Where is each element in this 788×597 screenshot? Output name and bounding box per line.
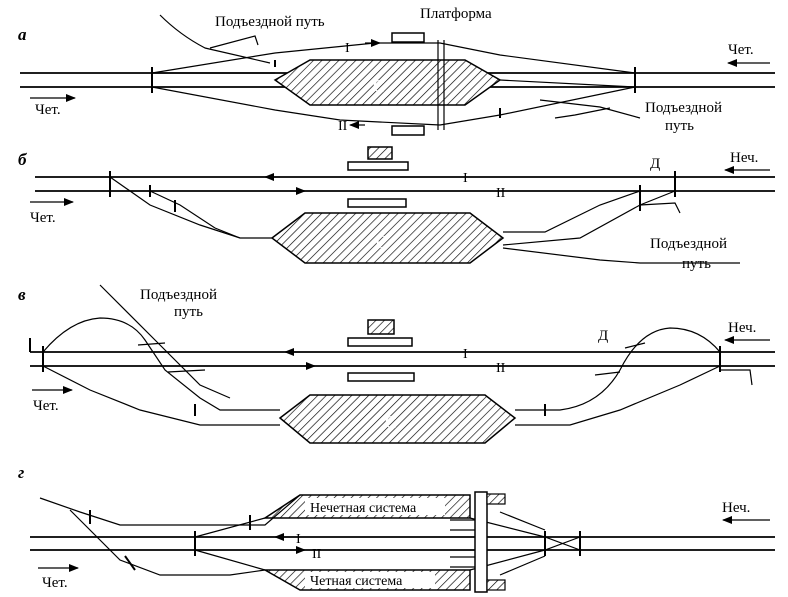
label-track-ii-a: II: [338, 119, 348, 134]
label-siding-right-2-a: путь: [665, 118, 694, 134]
platform-upper-b: [347, 161, 409, 171]
platform-upper-v: [347, 337, 413, 347]
siding-v: [99, 284, 231, 399]
loop-right-lower-v: [515, 365, 721, 426]
yard-label-v: С: [385, 412, 397, 432]
label-siding-right-1-a: Подъездной: [645, 100, 722, 116]
label-track-ii-g: II: [312, 547, 322, 562]
yard-c-a: [273, 59, 502, 106]
label-dir-right-g: Неч.: [722, 500, 750, 516]
panel-letter-b: б: [18, 150, 28, 169]
depot-frame-g: [474, 491, 488, 593]
yard-entry-left-2-b: [149, 190, 241, 239]
panel-letter-a: а: [18, 25, 27, 44]
siding-spur-a: [209, 35, 259, 49]
track-ii-a: [151, 86, 636, 126]
signals-b: [109, 171, 676, 212]
yard-exit-right-b: [503, 190, 641, 233]
loop-right-upper-v: [515, 327, 721, 411]
depot-spur-b: [639, 202, 681, 214]
connector-even-x-g: [194, 549, 266, 571]
label-dir-right-v: Неч.: [728, 320, 756, 336]
switch-marks-v: [137, 342, 646, 376]
label-track-ii-b: II: [496, 186, 506, 201]
label-siding-2-v: путь: [174, 304, 203, 320]
station-building-v: [367, 319, 395, 335]
label-depot-b: Д: [650, 156, 660, 172]
connector-depot-g: [499, 511, 546, 576]
depot-sidings-g: [450, 519, 475, 568]
yard-label-b: С: [376, 232, 388, 252]
platform-lower-b: [347, 198, 407, 208]
depot-block-top-g: [486, 493, 506, 505]
panel-b: б С I II Д Неч. Чет. Подъездной путь: [18, 146, 775, 272]
station-building-b: [367, 146, 393, 160]
panel-letter-v: в: [18, 285, 26, 304]
depot-spur-v: [720, 369, 753, 386]
label-dir-left-v: Чет.: [33, 398, 59, 414]
panel-g: г Нечетная система Четная система I II Н…: [18, 463, 775, 593]
label-siding-2-b: путь: [682, 256, 711, 272]
label-siding-1-v: Подъездной: [140, 287, 217, 303]
panel-letter-g: г: [18, 463, 24, 482]
signals-v: [29, 338, 721, 416]
label-siding-a: Подъездной путь: [215, 14, 325, 30]
label-dir-left-a: Чет.: [35, 102, 61, 118]
depot-block-bottom-g: [486, 579, 506, 591]
footbridge-a: [437, 40, 445, 130]
label-track-i-g: I: [296, 532, 301, 547]
label-siding-1-b: Подъездной: [650, 236, 727, 252]
label-dir-left-b: Чет.: [30, 210, 56, 226]
yard-c-v: [278, 394, 517, 444]
label-platform-a: Платформа: [420, 6, 492, 22]
panel-v: в С Подъездной путь I II Д Неч. Чет.: [18, 284, 775, 444]
signals-a: [151, 60, 636, 118]
yard-entry-left-b: [109, 176, 272, 239]
label-dir-left-g: Чет.: [42, 575, 68, 591]
platform-lower-a: [391, 125, 425, 136]
siding-right-spur-a: [554, 107, 611, 119]
label-track-i-v: I: [463, 347, 468, 362]
connector-odd-x-g: [194, 517, 266, 538]
connector-odd-left-g: [39, 494, 301, 526]
panel-a: а С Подъездной путь Платформа I II Чет.: [18, 6, 775, 136]
siding-b: [502, 247, 740, 264]
yard-exit-right-a: [499, 79, 636, 88]
platform-upper-a: [391, 32, 425, 43]
signals-g: [89, 510, 581, 571]
track-i-a: [151, 42, 636, 74]
platform-lower-v: [347, 372, 415, 382]
connector-even-left-g: [69, 509, 266, 576]
label-even-system: Четная система: [310, 574, 403, 589]
siding-right-a: [539, 99, 641, 119]
label-depot-v: Д: [598, 328, 608, 344]
label-track-ii-v: II: [496, 361, 506, 376]
label-track-i-b: I: [463, 171, 468, 186]
label-dir-right-a: Чет.: [728, 42, 754, 58]
loop-left-upper-v: [42, 317, 280, 411]
label-odd-system: Нечетная система: [310, 501, 417, 516]
yard-exit-right-2-b: [502, 190, 676, 246]
label-track-i-a: I: [345, 41, 350, 56]
yard-label-a: С: [373, 76, 385, 96]
yard-c-b: [270, 212, 505, 264]
loop-left-lower-v: [42, 365, 280, 426]
even-system-label-bg: [305, 572, 435, 588]
siding-left-a: [159, 14, 271, 64]
odd-system-label-bg: [305, 498, 445, 515]
label-dir-right-b: Неч.: [730, 150, 758, 166]
